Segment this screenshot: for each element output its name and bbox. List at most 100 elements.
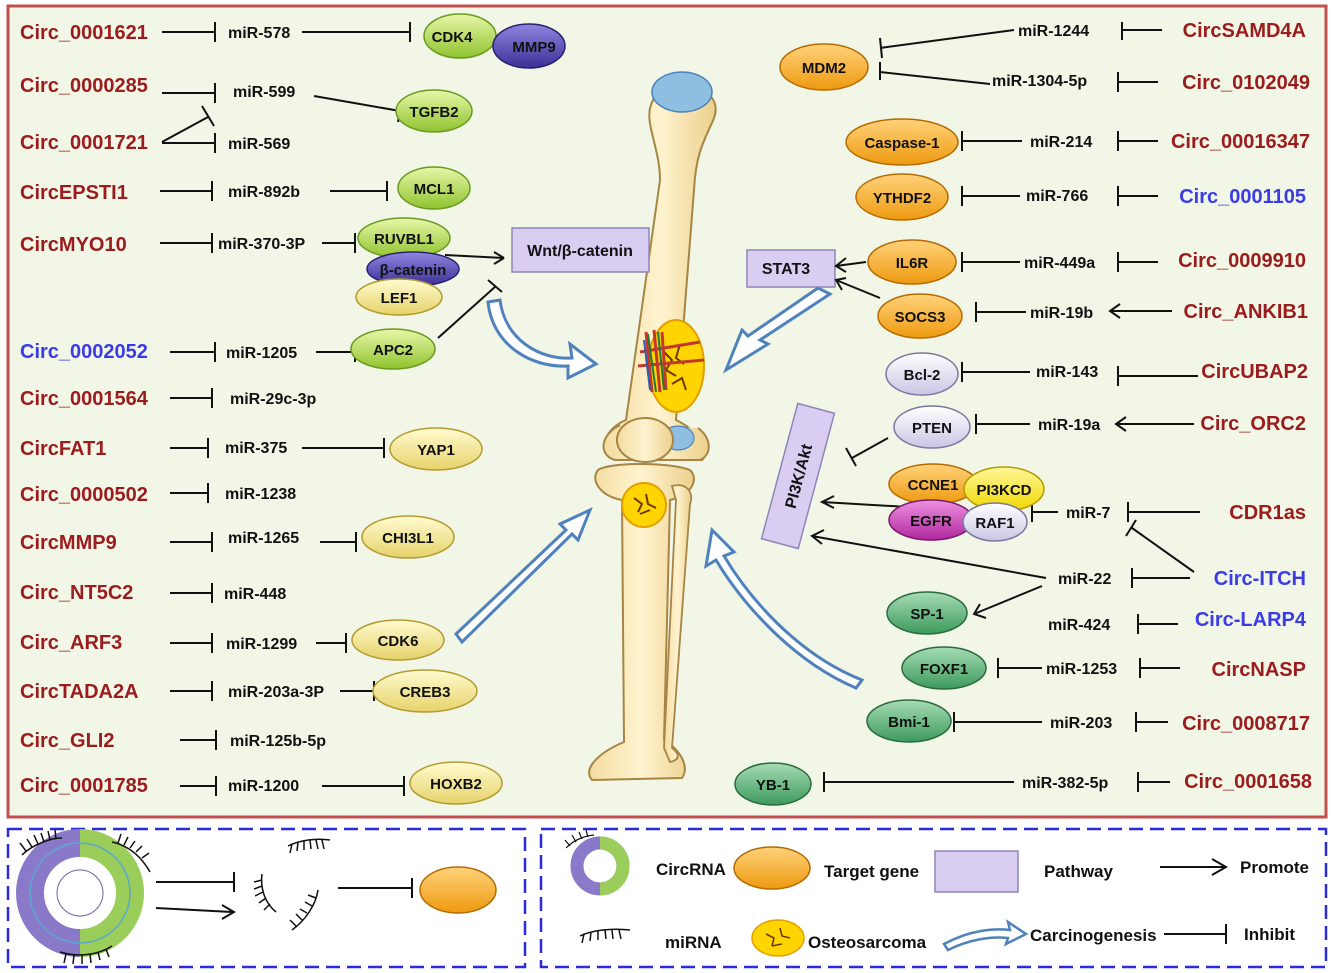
svg-text:Caspase-1: Caspase-1 (864, 135, 939, 152)
femoral-head (651, 71, 713, 113)
gene-bmi-1: Bmi-1 (866, 699, 952, 743)
legend-promote-label: Promote (1240, 858, 1309, 877)
left-mirnas: miR-578 miR-599 miR-569 miR-892b miR-370… (218, 25, 326, 795)
legend-circrna-label: CircRNA (656, 860, 726, 879)
gene-ccne1: CCNE1 (888, 463, 978, 505)
gene-mcl1: MCL1 (397, 166, 471, 210)
legend-key: CircRNA Target gene Pathway Promote miRN… (564, 829, 1309, 957)
mir-375: miR-375 (225, 440, 287, 457)
circ-0009910: Circ_0009910 (1178, 250, 1306, 272)
gene-hoxb2: HOXB2 (409, 761, 503, 805)
circ-epsti1: CircEPSTI1 (20, 182, 128, 204)
mirna-comb-icon (19, 829, 63, 856)
mirna-comb-icon (289, 889, 319, 931)
mir-1253: miR-1253 (1046, 661, 1117, 678)
gene-cdk4: CDK4 (423, 13, 497, 59)
gene-egfr: EGFR (888, 499, 974, 541)
left-circrnas: Circ_0001621 Circ_0000285 Circ_0001721 C… (20, 22, 149, 797)
svg-text:PTEN: PTEN (912, 420, 952, 437)
leg-bone-illustration (588, 71, 717, 782)
circ-myo10: CircMYO10 (20, 234, 127, 256)
left-connectors (160, 22, 505, 796)
mir-578: miR-578 (228, 25, 290, 42)
gene-bcl-2: Bcl-2 (885, 352, 959, 396)
gene-mdm2: MDM2 (779, 43, 869, 91)
pathway-pi3k-box (760, 402, 836, 550)
mirna-comb-icon (287, 838, 331, 854)
legend-promote-icon (1160, 858, 1229, 876)
circ-0001721: Circ_0001721 (20, 132, 148, 154)
gene-lef1: LEF1 (355, 278, 443, 316)
circ-ubap2: CircUBAP2 (1201, 361, 1308, 383)
circ-arf3: Circ_ARF3 (20, 632, 122, 654)
legend-osteosarcoma-icon (751, 919, 805, 957)
circ-itch: Circ-ITCH (1214, 568, 1306, 590)
legend-schematic (16, 829, 497, 965)
svg-text:MDM2: MDM2 (802, 60, 846, 77)
svg-text:YB-1: YB-1 (756, 777, 790, 794)
mir-19b: miR-19b (1030, 305, 1093, 322)
legend-osteosarcoma-label: Osteosarcoma (808, 933, 927, 952)
mir-1304-5p: miR-1304-5p (992, 73, 1087, 90)
mir-569: miR-569 (228, 136, 290, 153)
svg-text:IL6R: IL6R (896, 255, 929, 272)
gene-ythdf2: YTHDF2 (855, 173, 949, 221)
carcinogenesis-arrows (453, 286, 865, 690)
legend-frame-right (539, 827, 1328, 969)
legend-pathway-label: Pathway (1044, 862, 1114, 881)
svg-text:MCL1: MCL1 (414, 181, 455, 198)
svg-text:β-catenin: β-catenin (380, 262, 447, 279)
mir-599: miR-599 (233, 84, 295, 101)
gene-pi3kcd: PI3KCD (963, 466, 1045, 512)
svg-text:FOXF1: FOXF1 (920, 661, 968, 678)
pathway-wnt-label: Wnt/β-catenin (527, 243, 633, 260)
circ-0001785: Circ_0001785 (20, 775, 148, 797)
mir-766: miR-766 (1026, 188, 1088, 205)
svg-text:SOCS3: SOCS3 (895, 309, 946, 326)
circ-fat1: CircFAT1 (20, 438, 106, 460)
circ-nt5c2: Circ_NT5C2 (20, 582, 133, 604)
svg-text:CREB3: CREB3 (400, 684, 451, 701)
circ-0001564: Circ_0001564 (20, 388, 149, 410)
legend-carcinogenesis-label: Carcinogenesis (1030, 926, 1157, 945)
legend-target-gene-label: Target gene (824, 862, 919, 881)
gene-ruvbl1: RUVBL1 (357, 217, 451, 259)
wnt-promote-arrowhead (493, 251, 505, 265)
svg-text:CHI3L1: CHI3L1 (382, 530, 434, 547)
mir-19a: miR-19a (1038, 417, 1100, 434)
mir-448: miR-448 (224, 586, 286, 603)
svg-text:MMP9: MMP9 (512, 39, 555, 56)
pathway-wnt-box (511, 227, 650, 273)
mir-1244: miR-1244 (1018, 23, 1089, 40)
svg-text:LEF1: LEF1 (381, 290, 418, 307)
svg-text:Bcl-2: Bcl-2 (904, 367, 941, 384)
cdr1as: CDR1as (1229, 502, 1306, 524)
mir-1200: miR-1200 (228, 778, 299, 795)
gene-yap1: YAP1 (389, 427, 483, 471)
circ-0001621: Circ_0001621 (20, 22, 148, 44)
svg-text:Bmi-1: Bmi-1 (888, 714, 930, 731)
legend-carcinogenesis-icon (942, 919, 1029, 952)
mir-424: miR-424 (1048, 617, 1110, 634)
circ-00016347: Circ_00016347 (1171, 131, 1310, 153)
mir-382-5p: miR-382-5p (1022, 775, 1108, 792)
svg-text:TGFB2: TGFB2 (409, 104, 458, 121)
legend-inhibit-label: Inhibit (1244, 925, 1295, 944)
right-circrnas: CircSAMD4A Circ_0102049 Circ_00016347 Ci… (1171, 20, 1312, 793)
circ-larp4: Circ-LARP4 (1195, 609, 1307, 631)
right-connectors (810, 22, 1200, 792)
mir-214: miR-214 (1030, 134, 1092, 151)
svg-text:CDK6: CDK6 (378, 633, 419, 650)
legend-mirna-label: miRNA (665, 933, 722, 952)
gene-yb-1: YB-1 (734, 762, 812, 806)
gene-chi3l1: CHI3L1 (361, 515, 455, 559)
gene-foxf1: FOXF1 (901, 646, 987, 690)
gene-raf1: RAF1 (962, 502, 1028, 542)
svg-text:SP-1: SP-1 (910, 606, 943, 623)
mir-22: miR-22 (1058, 571, 1111, 588)
pathway-stat3-label: STAT3 (762, 261, 810, 278)
gene-apc2: APC2 (350, 328, 436, 370)
gene-creb3: CREB3 (372, 669, 478, 713)
circ-0000285: Circ_0000285 (20, 75, 148, 97)
legend-target-gene-icon (733, 846, 811, 890)
